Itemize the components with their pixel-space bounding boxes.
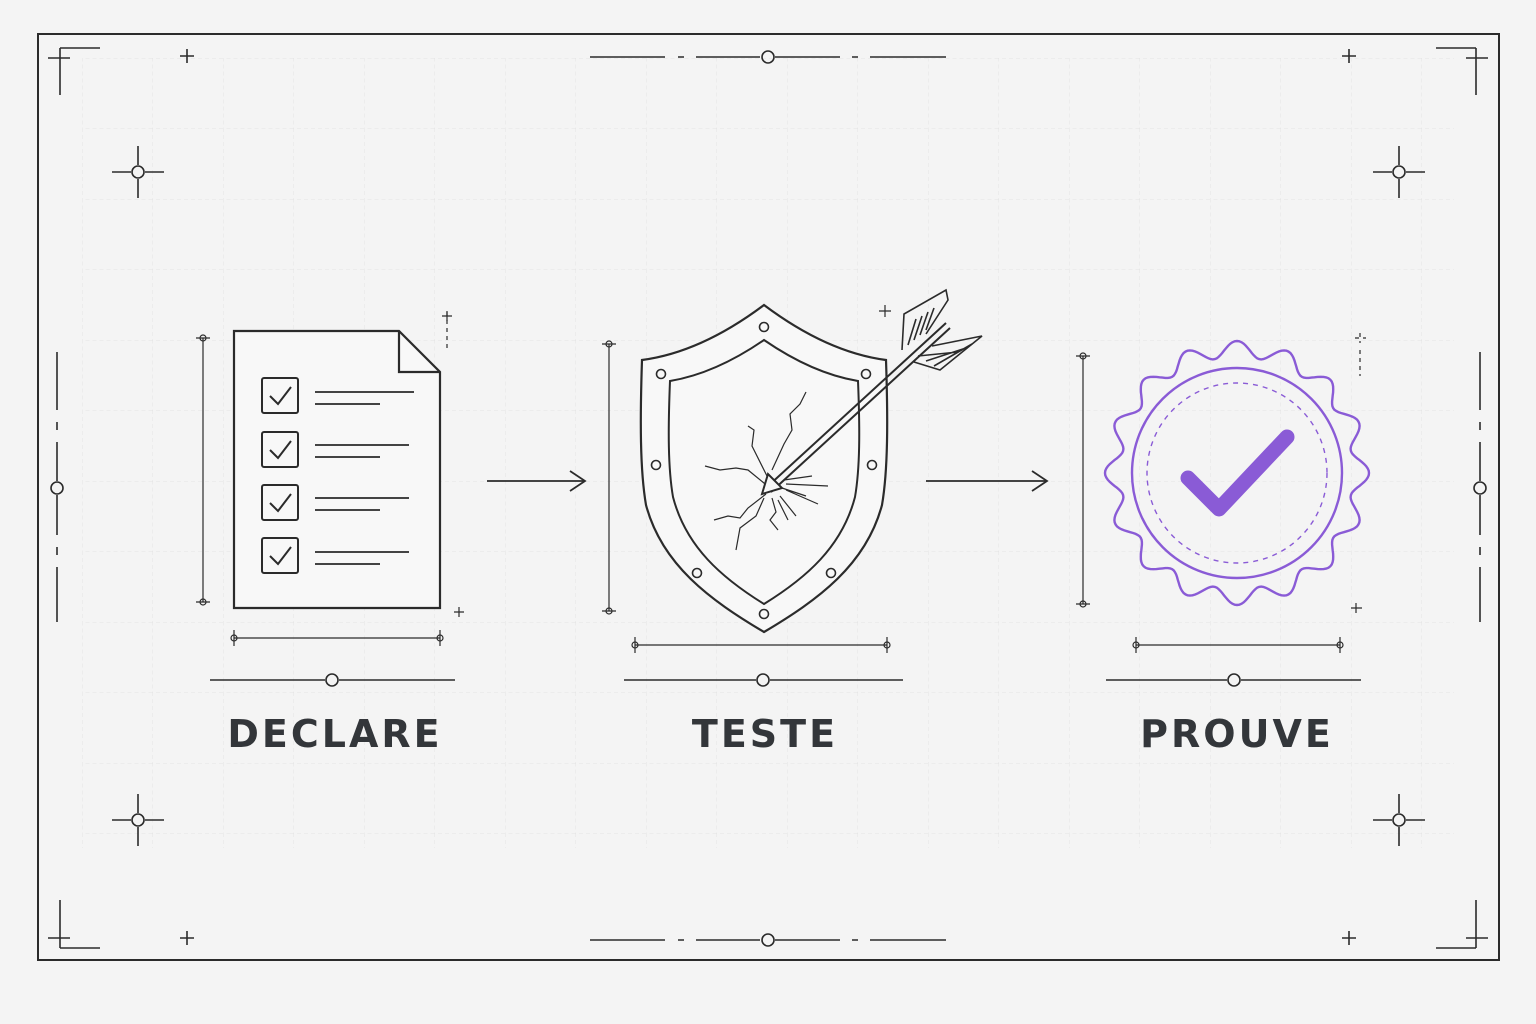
step-label-prouve: PROUVE bbox=[1140, 712, 1334, 756]
frame-marks bbox=[48, 47, 1488, 949]
separator-2 bbox=[624, 673, 903, 687]
crosshair-br bbox=[1373, 794, 1425, 846]
connector-arrow-2 bbox=[926, 470, 1049, 492]
frame-border bbox=[37, 33, 1500, 961]
crosshair-tr bbox=[1373, 146, 1425, 198]
verified-badge-icon bbox=[1076, 333, 1371, 653]
crosshair-bl bbox=[112, 794, 164, 846]
crosshair-tl bbox=[112, 146, 164, 198]
checklist-document-icon bbox=[196, 311, 464, 646]
right-ruler bbox=[1473, 352, 1487, 622]
bottom-ruler bbox=[590, 933, 946, 947]
badge-dashed-ring bbox=[1146, 382, 1328, 564]
badge-scalloped-edge bbox=[1103, 339, 1371, 607]
separator-3 bbox=[1106, 673, 1361, 687]
left-ruler bbox=[50, 352, 64, 622]
top-ruler bbox=[590, 50, 946, 64]
shield-arrow-icon bbox=[602, 288, 983, 653]
separator-1 bbox=[210, 673, 455, 687]
step-label-declare: DECLARE bbox=[227, 712, 443, 756]
badge-inner-ring bbox=[1130, 366, 1344, 580]
connector-arrow-1 bbox=[487, 470, 587, 492]
step-label-teste: TESTE bbox=[691, 712, 839, 756]
badge-checkmark bbox=[1180, 429, 1295, 517]
